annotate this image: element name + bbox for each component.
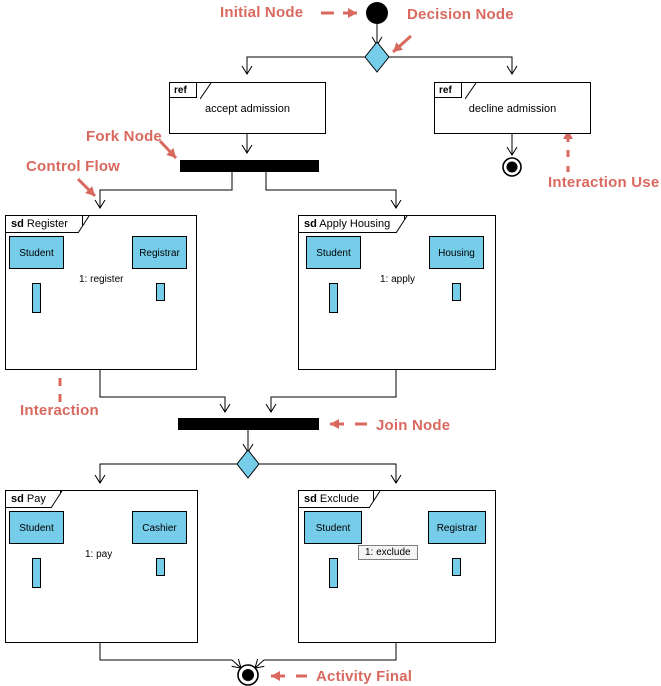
lifeline-head-pay-cashier[interactable]: Cashier [132, 511, 187, 544]
decision-node-bottom[interactable] [236, 449, 260, 479]
lifeline-head-apply-student[interactable]: Student [306, 236, 361, 269]
lifeline-head-register-registrar[interactable]: Registrar [132, 236, 187, 269]
initial-node[interactable] [366, 2, 388, 24]
lifeline-head-exclude-student[interactable]: Student [304, 511, 362, 544]
activation-pay-student [32, 558, 41, 588]
fragment-tab-corner-exclude [369, 491, 381, 509]
activity-final-node-decline[interactable] [502, 157, 522, 177]
fragment-keyword-apply-housing: sd [304, 218, 317, 230]
fragment-tab-corner-pay [51, 491, 63, 509]
decision-node-top[interactable] [364, 41, 390, 73]
annotation-activity-final: Activity Final [316, 668, 413, 685]
activation-register-student [32, 283, 41, 313]
annotation-fork-node: Fork Node [86, 128, 162, 145]
annotation-control-flow: Control Flow [26, 158, 121, 175]
fragment-keyword-register: sd [11, 218, 24, 230]
activity-final-node-main[interactable] [237, 664, 259, 686]
join-node[interactable] [178, 418, 319, 430]
message-label-apply-housing: 1: apply [380, 274, 416, 285]
fragment-tab-register: sd Register [6, 216, 83, 233]
annotation-interaction-use: Interaction Use [548, 174, 660, 191]
fragment-tab-corner-register [78, 216, 90, 234]
ref-keyword-decline: ref [435, 83, 462, 98]
message-label-pay: 1: pay [85, 549, 113, 560]
annotation-initial-node: Initial Node [220, 4, 304, 21]
annotation-join-node: Join Node [376, 417, 451, 434]
fragment-keyword-pay: sd [11, 493, 24, 505]
annotation-interaction: Interaction [20, 402, 99, 419]
control-flow-exclude-to-final [254, 643, 397, 669]
control-flow-decision-to-accept [241, 56, 365, 75]
fragment-tab-corner-apply-housing [396, 216, 408, 234]
lifeline-head-pay-student[interactable]: Student [9, 511, 64, 544]
interaction-use-decline-admission[interactable]: ref decline admission [434, 82, 591, 134]
ref-tab-corner-accept [200, 83, 212, 100]
fragment-tab-pay: sd Pay [6, 491, 61, 508]
activation-exclude-student [329, 558, 338, 588]
activation-exclude-registrar [452, 558, 461, 576]
annotation-decision-node: Decision Node [407, 6, 514, 23]
fork-node[interactable] [180, 160, 319, 172]
lifeline-head-apply-housing[interactable]: Housing [429, 236, 484, 269]
control-flow-fork-to-apply-housing [265, 172, 402, 209]
control-flow-register-to-join [99, 370, 231, 413]
fragment-name-apply-housing: Apply Housing [319, 218, 391, 230]
fragment-tab-exclude: sd Exclude [299, 491, 375, 508]
fragment-name-register: Register [26, 218, 68, 230]
lifeline-head-register-student[interactable]: Student [9, 236, 64, 269]
control-flow-decision-to-decline [389, 56, 518, 75]
fragment-name-pay: Pay [26, 493, 46, 505]
activation-apply-student [329, 283, 338, 313]
fragment-tab-apply-housing: sd Apply Housing [299, 216, 406, 233]
activation-apply-housing [452, 283, 461, 301]
control-flow-apply-housing-to-join [265, 370, 397, 413]
control-flow-pay-to-final [99, 643, 242, 669]
control-flow-decision-to-pay [94, 463, 237, 484]
ref-tab-corner-decline [465, 83, 477, 100]
message-label-register: 1: register [79, 274, 124, 285]
interaction-use-accept-admission[interactable]: ref accept admission [169, 82, 326, 134]
control-flow-fork-to-register [94, 172, 233, 209]
control-flow-decision-to-exclude [259, 463, 402, 484]
activation-register-registrar [156, 283, 165, 301]
ref-label-accept-admission: accept admission [205, 103, 290, 115]
fragment-keyword-exclude: sd [304, 493, 317, 505]
activation-pay-cashier [156, 558, 165, 576]
ref-label-decline-admission: decline admission [468, 103, 557, 115]
ref-keyword-accept: ref [170, 83, 197, 98]
message-label-exclude[interactable]: 1: exclude [358, 545, 418, 560]
lifeline-head-exclude-registrar[interactable]: Registrar [428, 511, 486, 544]
fragment-name-exclude: Exclude [319, 493, 360, 505]
